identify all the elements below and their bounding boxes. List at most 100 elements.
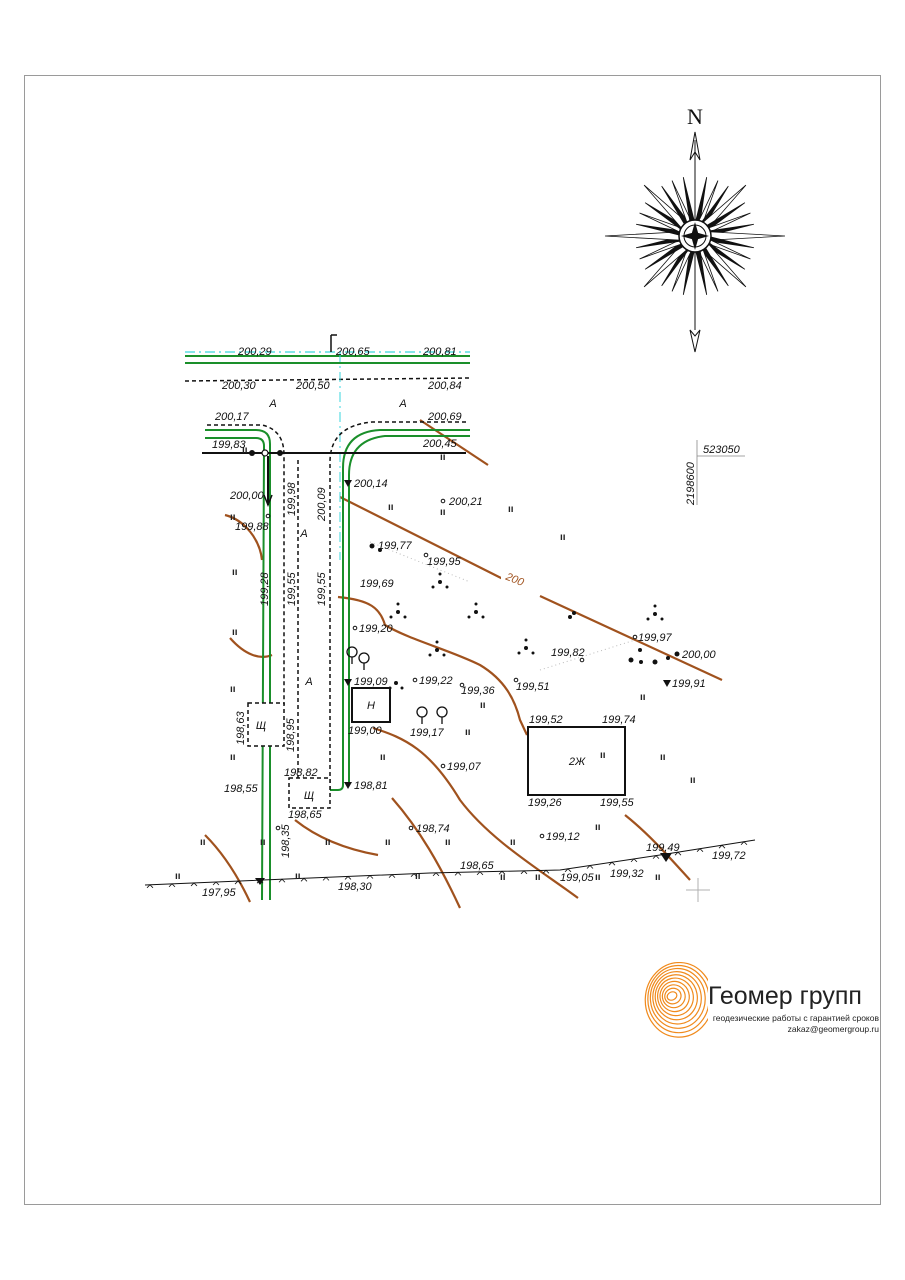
svg-text:200,30: 200,30 bbox=[221, 380, 257, 392]
company-logo: Геомер групп геодезические работы с гара… bbox=[640, 962, 885, 1042]
svg-text:198,65: 198,65 bbox=[288, 809, 323, 821]
top-road bbox=[184, 334, 471, 560]
svg-text:199,17: 199,17 bbox=[410, 727, 445, 739]
grass-symbol: ıı bbox=[500, 872, 506, 883]
grass-symbol: ıı bbox=[415, 871, 421, 882]
grass-symbol: ıı bbox=[600, 750, 606, 761]
svg-text:Щ: Щ bbox=[256, 720, 266, 732]
grass-symbol: ıı bbox=[295, 871, 301, 882]
grass-symbol: ıı bbox=[508, 504, 514, 515]
south-arrow-icon bbox=[689, 329, 701, 353]
grass-symbol: ıı bbox=[385, 837, 391, 848]
svg-text:198,30: 198,30 bbox=[338, 881, 373, 893]
svg-text:199,22: 199,22 bbox=[419, 675, 453, 687]
compass-rose: N bbox=[604, 104, 786, 353]
svg-text:199,12: 199,12 bbox=[546, 831, 580, 843]
logo-name: Геомер групп bbox=[708, 982, 862, 1010]
svg-text:199,83: 199,83 bbox=[212, 439, 247, 451]
left-driveway bbox=[205, 424, 299, 901]
grass-symbol: ıı bbox=[560, 532, 566, 543]
grass-symbol: ıı bbox=[640, 692, 646, 703]
svg-text:197,95: 197,95 bbox=[202, 887, 237, 899]
svg-text:200,00: 200,00 bbox=[229, 490, 265, 502]
svg-text:200,17: 200,17 bbox=[214, 411, 250, 423]
contour-logo-icon bbox=[644, 962, 708, 1038]
svg-text:199,00: 199,00 bbox=[348, 725, 383, 737]
grass-symbol: ıı bbox=[230, 684, 236, 695]
svg-text:199,05: 199,05 bbox=[560, 872, 595, 884]
svg-text:199,82: 199,82 bbox=[551, 647, 585, 659]
svg-text:199,95: 199,95 bbox=[427, 556, 462, 568]
grass-symbol: ıı bbox=[595, 822, 601, 833]
grass-symbol: ıı bbox=[232, 567, 238, 578]
right-driveway bbox=[329, 421, 470, 791]
svg-text:198,35: 198,35 bbox=[280, 823, 292, 858]
svg-text:200,84: 200,84 bbox=[427, 380, 462, 392]
svg-text:199,77: 199,77 bbox=[378, 540, 413, 552]
map-frame bbox=[24, 75, 881, 1205]
svg-text:198,74: 198,74 bbox=[416, 823, 450, 835]
svg-text:199,28: 199,28 bbox=[259, 571, 271, 606]
svg-text:199,91: 199,91 bbox=[672, 678, 706, 690]
logo-tagline: геодезические работы с гарантией сроков bbox=[712, 1013, 879, 1023]
svg-text:200,21: 200,21 bbox=[448, 496, 483, 508]
coord-x: 523050 bbox=[703, 444, 741, 456]
svg-text:200,69: 200,69 bbox=[427, 411, 462, 423]
svg-text:200,14: 200,14 bbox=[353, 478, 388, 490]
svg-text:200,00: 200,00 bbox=[681, 649, 717, 661]
grass-symbol: ıı bbox=[465, 727, 471, 738]
boundary-marker-icon bbox=[330, 334, 337, 352]
svg-text:199,97: 199,97 bbox=[638, 632, 673, 644]
svg-text:199,36: 199,36 bbox=[461, 685, 496, 697]
house: 2Ж bbox=[527, 726, 626, 796]
svg-text:199,20: 199,20 bbox=[359, 623, 394, 635]
svg-text:А: А bbox=[398, 398, 406, 410]
grass-symbol: ıı bbox=[445, 837, 451, 848]
svg-text:200,29: 200,29 bbox=[237, 346, 272, 358]
svg-text:198,82: 198,82 bbox=[284, 767, 318, 779]
svg-text:199,32: 199,32 bbox=[610, 868, 644, 880]
grass-symbol: ıı bbox=[200, 837, 206, 848]
svg-text:198,95: 198,95 bbox=[285, 717, 297, 752]
coordinate-labels: 523050 2198600 bbox=[685, 440, 745, 506]
svg-text:200,09: 200,09 bbox=[316, 487, 328, 522]
svg-text:199,69: 199,69 bbox=[360, 578, 394, 590]
outbuilding: Н bbox=[351, 687, 391, 723]
logo-email: zakaz@geomergroup.ru bbox=[787, 1024, 879, 1034]
grass-symbol: ıı bbox=[260, 837, 266, 848]
svg-text:199,51: 199,51 bbox=[516, 681, 550, 693]
svg-text:199,74: 199,74 bbox=[602, 714, 636, 726]
svg-text:200,50: 200,50 bbox=[295, 380, 331, 392]
svg-text:198,81: 198,81 bbox=[354, 780, 388, 792]
svg-text:199,09: 199,09 bbox=[354, 676, 388, 688]
svg-text:А: А bbox=[268, 398, 276, 410]
svg-text:200,81: 200,81 bbox=[422, 346, 457, 358]
grass-symbol: ıı bbox=[690, 775, 696, 786]
benchmark-icons bbox=[344, 480, 671, 789]
svg-text:199,49: 199,49 bbox=[646, 842, 680, 854]
svg-text:2Ж: 2Ж bbox=[568, 756, 586, 768]
svg-text:199,55: 199,55 bbox=[286, 571, 298, 606]
bottom-road bbox=[144, 839, 756, 902]
contour-lines bbox=[204, 419, 723, 909]
tree-icons bbox=[346, 646, 448, 724]
svg-text:199,55: 199,55 bbox=[600, 797, 635, 809]
grass-symbol: ıı bbox=[510, 837, 516, 848]
grass-symbol: ıı bbox=[660, 752, 666, 763]
grass-symbol: ıı bbox=[480, 700, 486, 711]
svg-text:Н: Н bbox=[367, 700, 375, 712]
grass-symbol: ıı bbox=[380, 752, 386, 763]
svg-text:199,52: 199,52 bbox=[529, 714, 563, 726]
grass-symbol: ıı bbox=[655, 872, 661, 883]
svg-text:А: А bbox=[304, 676, 312, 688]
grass-symbols: ıı ıı ıı ıı ıı ıı ıı ıı ıı ıı ıı ıı ıı ıı ıı ıı ıı ıı ıı ıı… bbox=[175, 445, 696, 883]
grass-symbol: ıı bbox=[232, 627, 238, 638]
svg-text:199,88: 199,88 bbox=[235, 521, 270, 533]
grass-symbol: ıı bbox=[440, 507, 446, 518]
grass-symbol: ıı bbox=[535, 872, 541, 883]
svg-text:198,63: 198,63 bbox=[235, 710, 247, 745]
spot-points bbox=[265, 498, 638, 839]
svg-text:199,26: 199,26 bbox=[528, 797, 563, 809]
svg-text:198,55: 198,55 bbox=[224, 783, 259, 795]
svg-text:199,07: 199,07 bbox=[447, 761, 482, 773]
